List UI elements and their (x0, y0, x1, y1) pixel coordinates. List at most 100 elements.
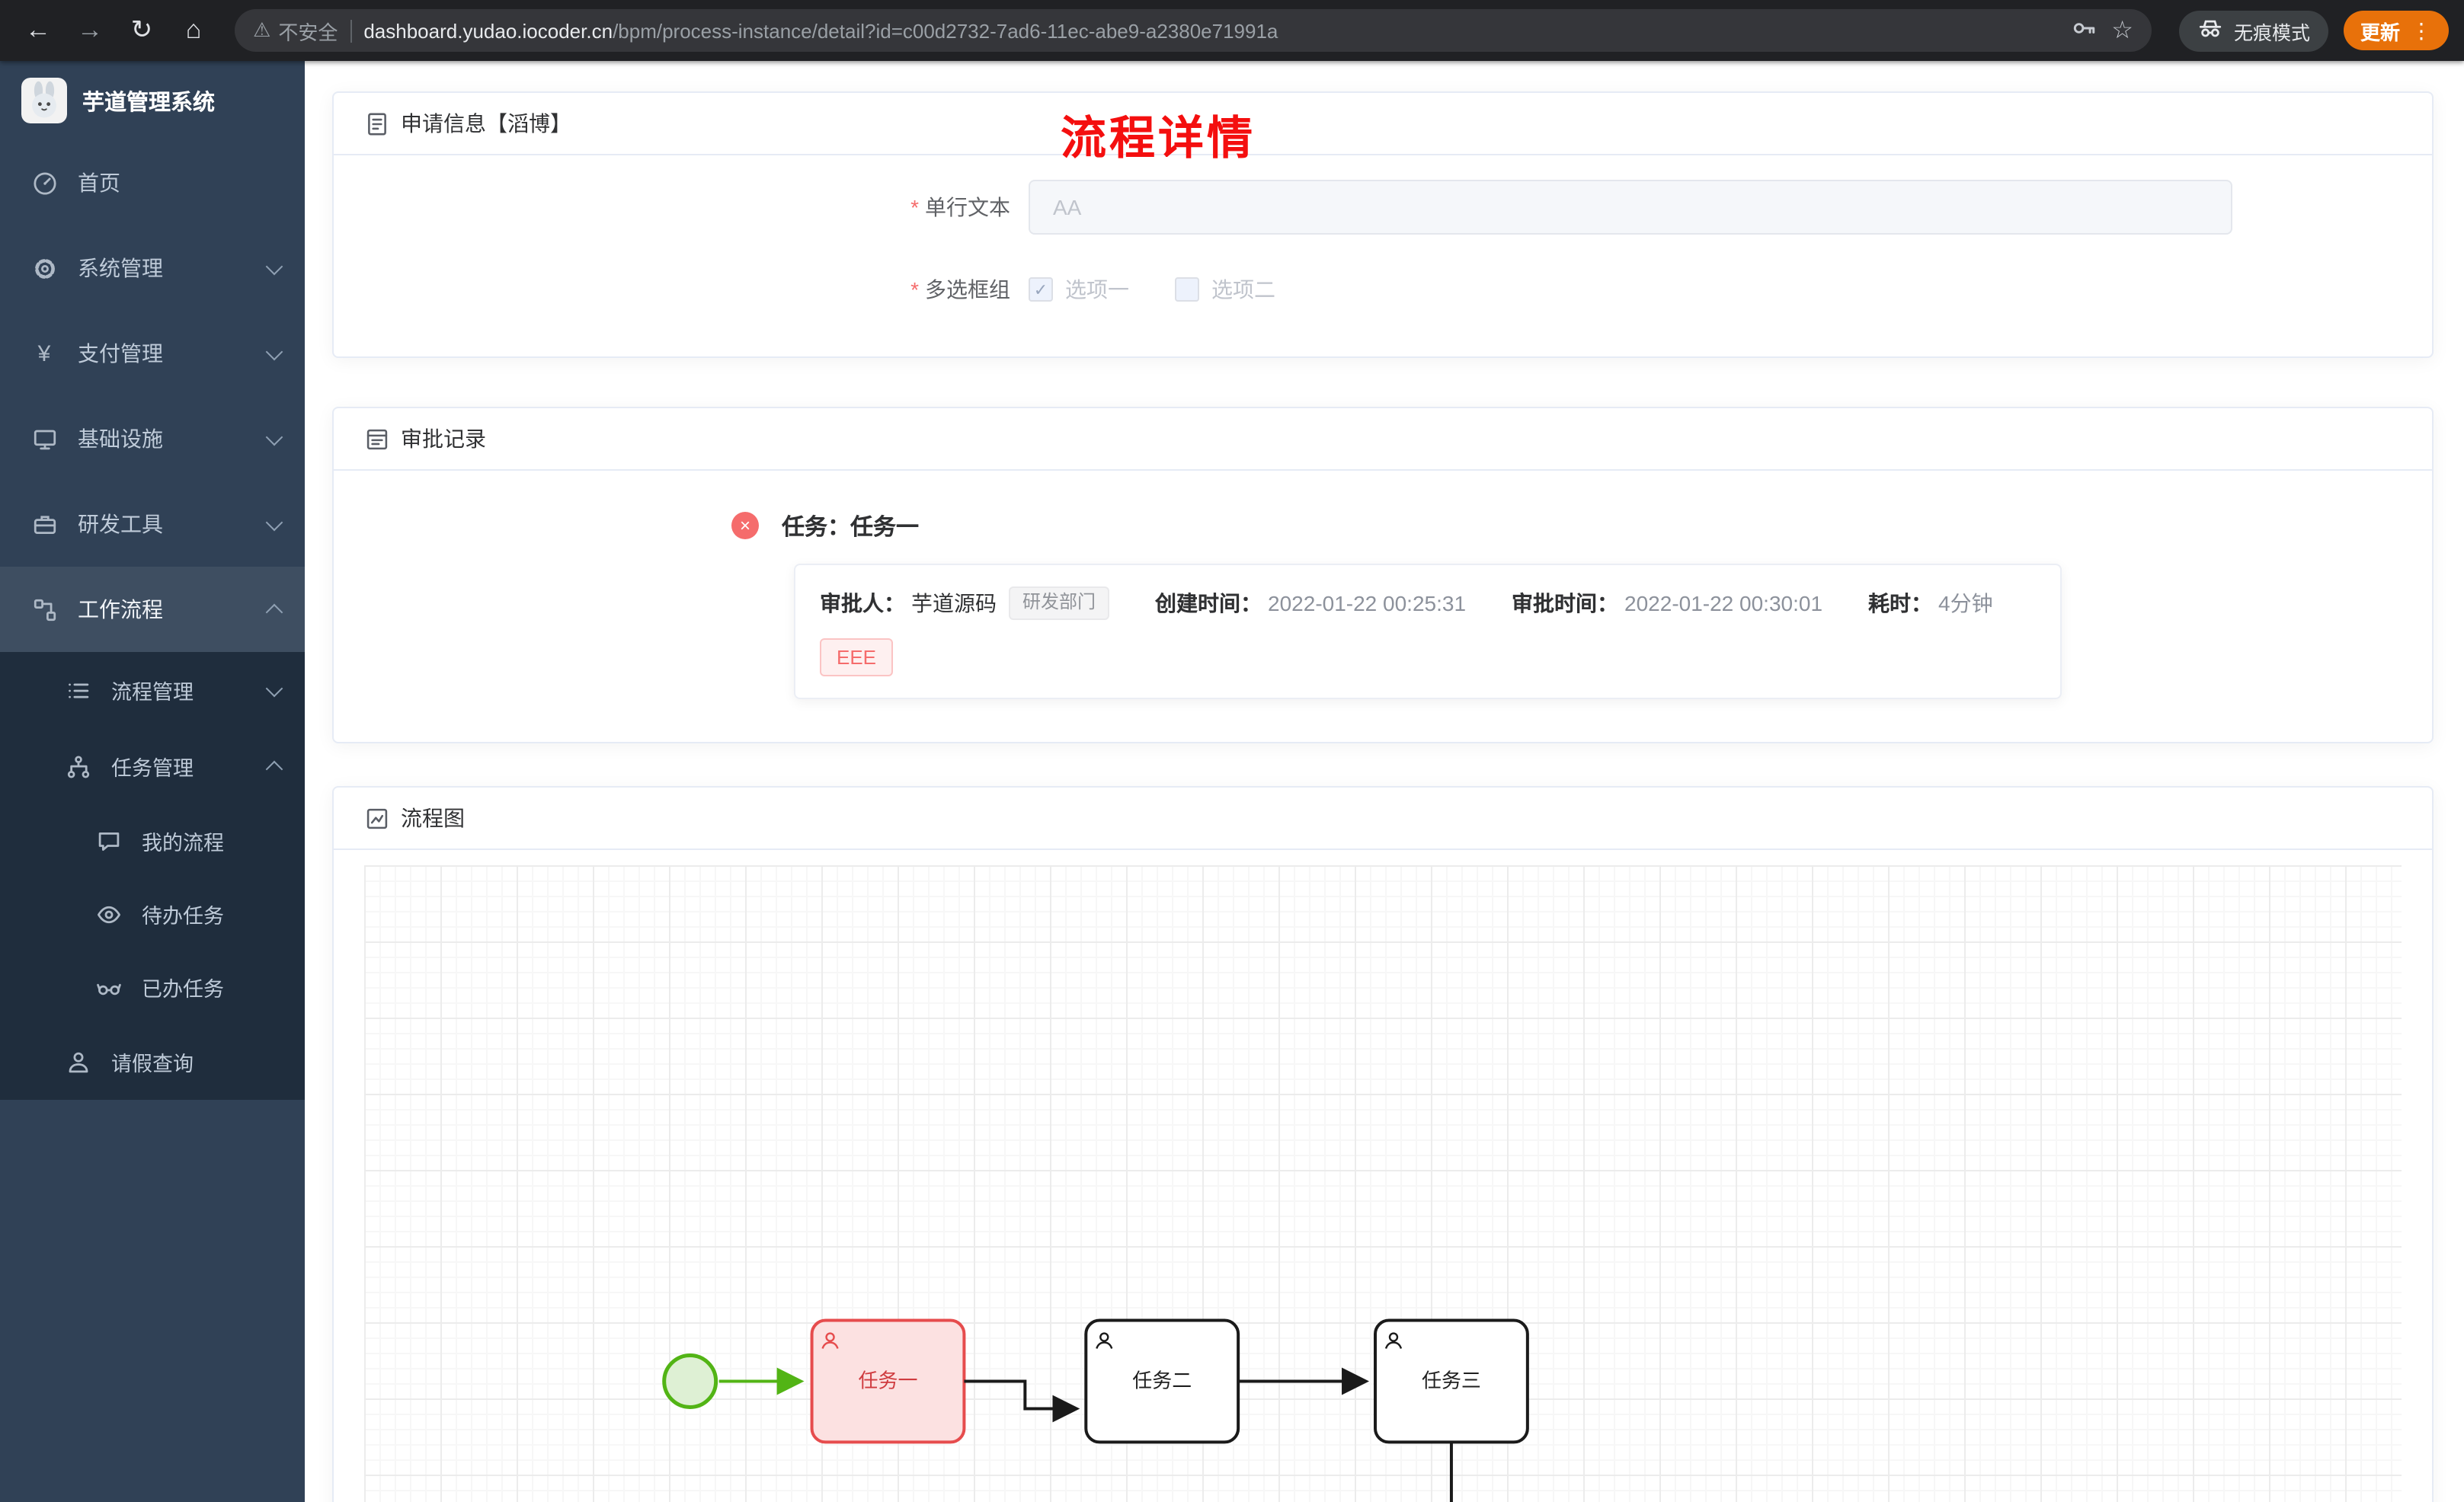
not-secure-icon: ⚠ (253, 18, 271, 41)
list-icon (61, 677, 94, 703)
approval-detail-card: 审批人： 芋道源码 研发部门 创建时间： 2022-01-22 00:25:31… (794, 564, 2062, 700)
sidebar-item-infrastructure[interactable]: 基础设施 (0, 396, 305, 481)
menu-kebab-icon[interactable]: ⋮ (2411, 18, 2432, 42)
password-key-icon[interactable] (2070, 15, 2096, 46)
sidebar-item-label: 系统管理 (78, 256, 163, 280)
rejected-status-icon: × (731, 512, 759, 539)
update-label: 更新 (2360, 21, 2400, 43)
sidebar-item-label: 流程管理 (111, 681, 194, 704)
sidebar-item-done-tasks[interactable]: 已办任务 (0, 951, 305, 1024)
approved-pair: 审批时间： 2022-01-22 00:30:01 (1512, 590, 1823, 615)
sidebar-item-process-management[interactable]: 流程管理 (0, 652, 305, 728)
yen-icon: ¥ (37, 340, 51, 366)
card-title: 流程图 (401, 806, 465, 831)
checkbox-group: ✓ 选项一 选项二 (1029, 262, 1275, 317)
person-icon (61, 1049, 94, 1075)
duration-value: 4分钟 (1938, 590, 1993, 615)
chevron-down-icon (265, 679, 283, 697)
address-separator (350, 19, 352, 42)
forward-icon: → (77, 15, 103, 44)
checkbox-label: 选项二 (1211, 277, 1275, 302)
app-title: 芋道管理系统 (82, 91, 215, 115)
task-node-2[interactable]: 任务二 (1084, 1318, 1240, 1444)
start-event-node[interactable] (662, 1353, 718, 1410)
not-secure-label: 不安全 (278, 21, 338, 43)
back-button[interactable]: ← (15, 8, 61, 53)
sidebar-item-workflow[interactable]: 工作流程 (0, 567, 305, 652)
sidebar-item-home[interactable]: 首页 (0, 140, 305, 225)
user-task-icon (1384, 1332, 1403, 1350)
briefcase-icon (27, 511, 61, 537)
apply-info-card-header: 申请信息【滔博】 (334, 93, 2432, 155)
home-button[interactable]: ⌂ (171, 8, 216, 53)
approval-detail-line: 审批人： 芋道源码 研发部门 创建时间： 2022-01-22 00:25:31… (820, 586, 2036, 620)
chevron-up-icon (265, 603, 283, 622)
app-logo-row[interactable]: 芋道管理系统 (0, 61, 305, 140)
task-node-3[interactable]: 任务三 (1374, 1318, 1529, 1444)
sidebar-item-system[interactable]: 系统管理 (0, 225, 305, 311)
chevron-up-icon (265, 760, 283, 778)
checkbox-unchecked-icon (1175, 277, 1199, 302)
user-task-icon (821, 1332, 839, 1350)
created-time: 2022-01-22 00:25:31 (1268, 590, 1467, 615)
sidebar-item-payment[interactable]: ¥ 支付管理 (0, 311, 305, 396)
form-row-checkboxes: *多选框组 ✓ 选项一 选项二 (334, 262, 2432, 317)
card-title: 申请信息【滔博】 (401, 111, 571, 136)
checkbox-option-2[interactable]: 选项二 (1175, 274, 1275, 305)
duration-pair: 耗时： 4分钟 (1868, 588, 1993, 618)
workflow-icon (27, 596, 61, 622)
approval-records-card-header: 审批记录 (334, 408, 2432, 471)
monitor-icon (27, 426, 61, 452)
browser-toolbar: ← → ↻ ⌂ ⚠ 不安全 dashboard.yudao.iocoder.cn… (0, 0, 2464, 61)
comment-tag: EEE (820, 638, 894, 677)
refresh-icon: ↻ (130, 15, 153, 44)
field-label: *多选框组 (910, 277, 1010, 302)
chat-bubble-icon (91, 828, 125, 854)
approved-time: 2022-01-22 00:30:01 (1624, 590, 1823, 615)
checkbox-option-1[interactable]: ✓ 选项一 (1029, 274, 1129, 305)
required-asterisk: * (910, 277, 919, 302)
sidebar-item-task-management[interactable]: 任务管理 (0, 728, 305, 804)
records-icon (364, 426, 390, 452)
diagram-body: 任务一 任务二 (334, 850, 2432, 1502)
task-node-label: 任务一 (859, 1369, 918, 1392)
process-diagram-card-header: 流程图 (334, 788, 2432, 851)
sidebar-item-label: 支付管理 (78, 341, 163, 366)
main-content: 流程详情 申请信息【滔博】 *单行文本 (305, 61, 2464, 1502)
forward-button[interactable]: → (67, 8, 113, 53)
chevron-down-icon (265, 257, 283, 275)
home-icon: ⌂ (185, 15, 202, 44)
address-bar[interactable]: ⚠ 不安全 dashboard.yudao.iocoder.cn/bpm/pro… (235, 9, 2152, 52)
back-icon: ← (25, 15, 51, 44)
bpmn-diagram: 任务一 任务二 (662, 1318, 1529, 1502)
sidebar-item-label: 已办任务 (142, 978, 224, 1001)
dashboard-icon (27, 170, 61, 196)
form-row-text: *单行文本 (334, 180, 2432, 235)
bpmn-canvas[interactable]: 任务一 任务二 (364, 865, 2402, 1502)
single-line-text-input[interactable] (1029, 180, 2232, 235)
apply-info-card: 申请信息【滔博】 *单行文本 *多选框组 (332, 91, 2434, 358)
approval-records-card: 审批记录 × 任务：任务一 审批人： 芋道源码 研发部门 (332, 407, 2434, 744)
app-logo-rabbit-icon (21, 78, 67, 123)
task-node-1[interactable]: 任务一 (810, 1318, 966, 1444)
url-host: dashboard.yudao.iocoder.cn (363, 19, 613, 42)
sidebar-item-pending-tasks[interactable]: 待办任务 (0, 877, 305, 951)
glasses-icon (91, 974, 125, 1000)
approver-pair: 审批人： 芋道源码 研发部门 (820, 586, 1110, 620)
approval-timeline: × 任务：任务一 审批人： 芋道源码 研发部门 创建时间： (334, 471, 2432, 742)
page-title: 流程详情 (1061, 114, 1256, 165)
checkbox-checked-icon: ✓ (1029, 277, 1053, 302)
incognito-badge: 无痕模式 (2178, 10, 2328, 51)
sidebar-item-my-processes[interactable]: 我的流程 (0, 804, 305, 877)
sidebar: 芋道管理系统 首页 系 (0, 61, 305, 1502)
refresh-button[interactable]: ↻ (119, 8, 165, 53)
bookmark-star-icon[interactable]: ☆ (2111, 18, 2133, 44)
sidebar-item-devtools[interactable]: 研发工具 (0, 481, 305, 567)
process-diagram-card: 流程图 (332, 786, 2434, 1502)
document-icon (364, 110, 390, 136)
sidebar-item-leave-query[interactable]: 请假查询 (0, 1024, 305, 1100)
chevron-down-icon (265, 427, 283, 446)
task-title: 任务：任务一 (782, 515, 920, 541)
field-label: *单行文本 (910, 195, 1010, 219)
chrome-update-button[interactable]: 更新 ⋮ (2343, 11, 2449, 50)
